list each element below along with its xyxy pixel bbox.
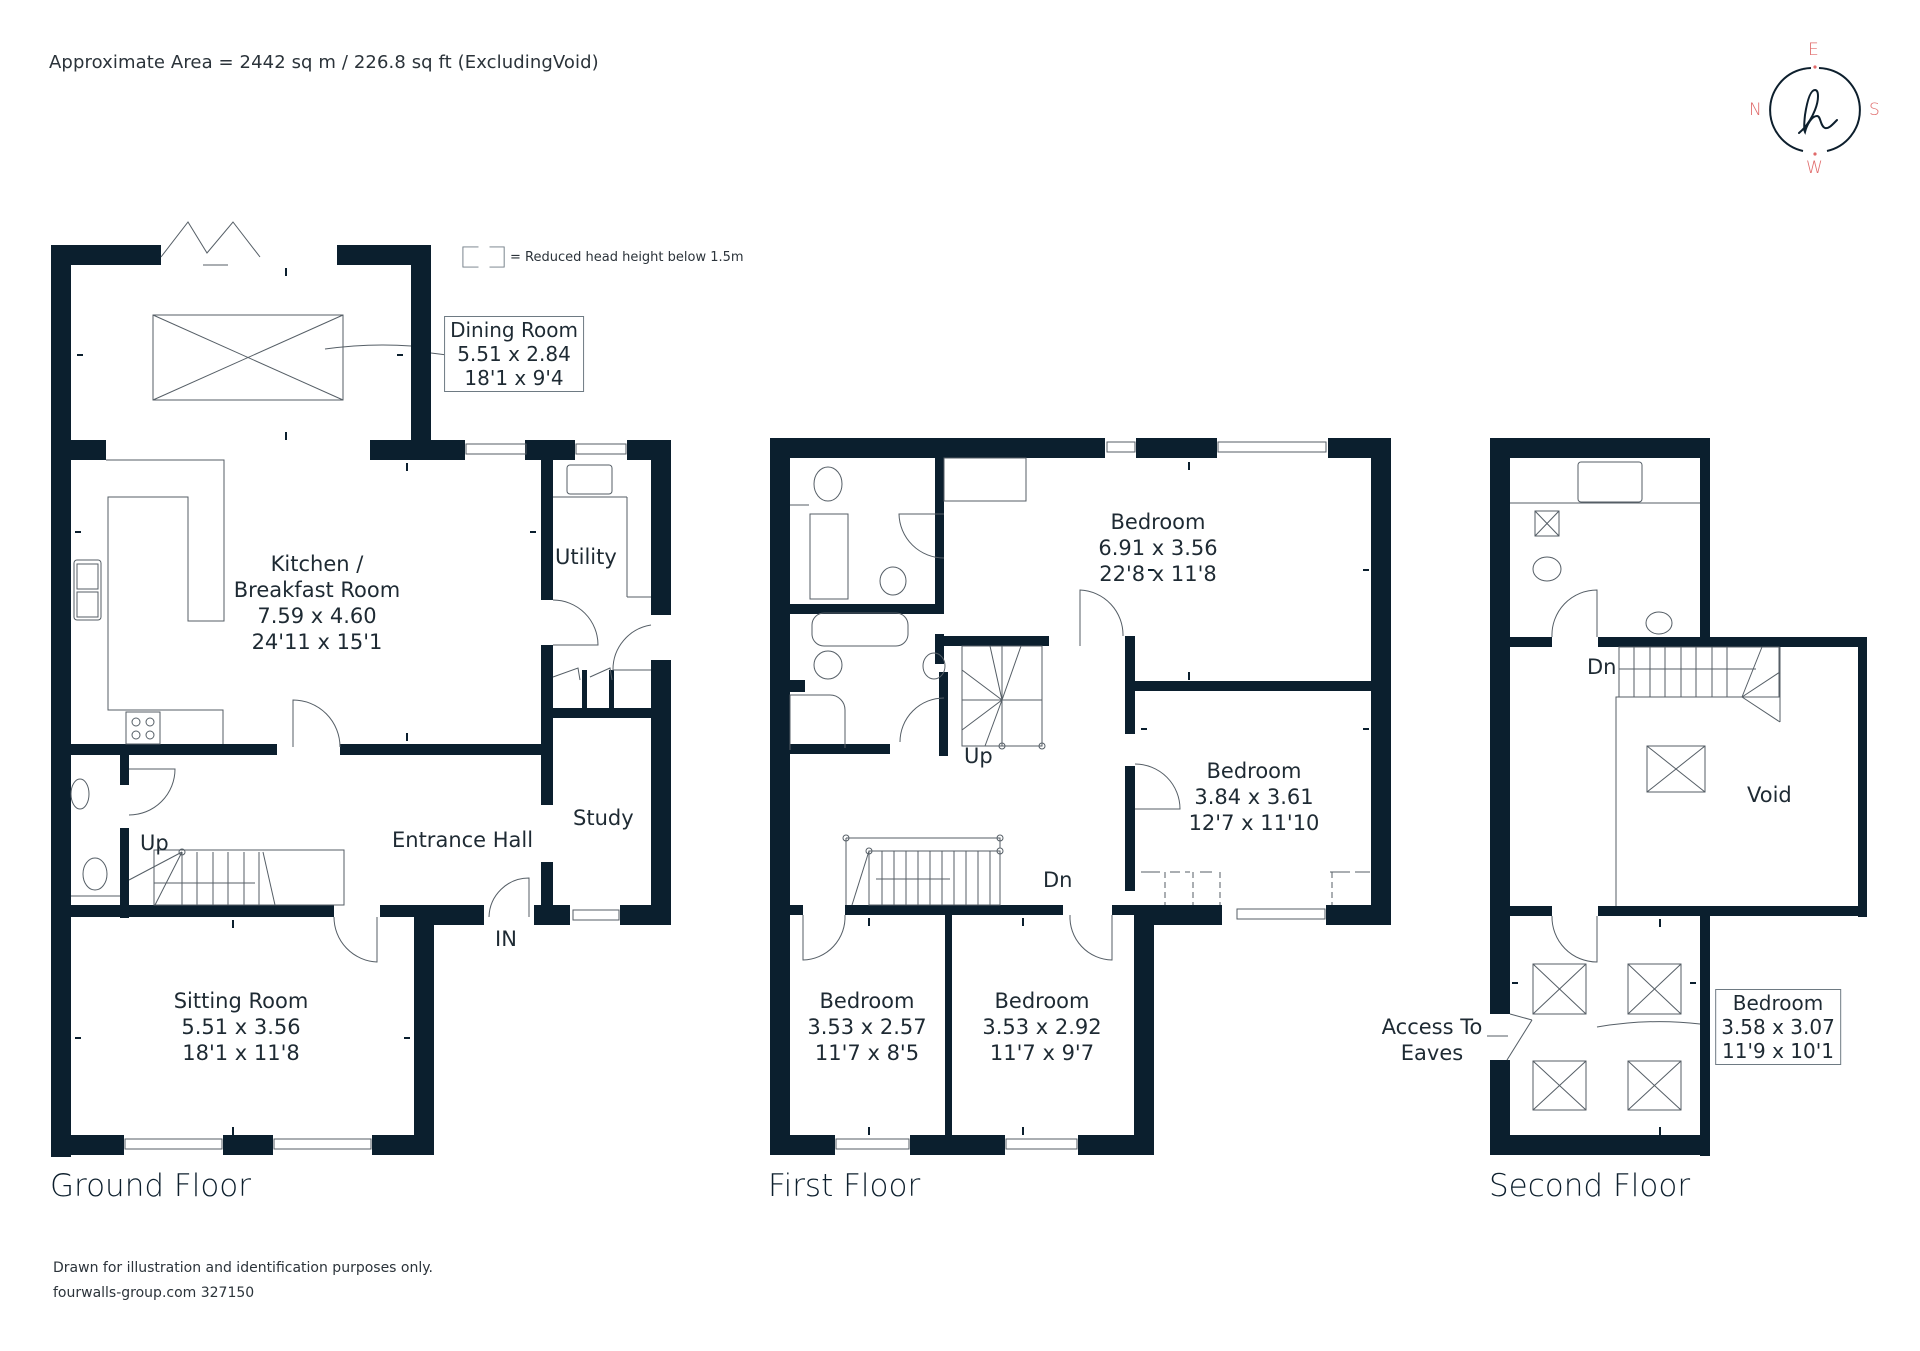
- compass-south-label: S: [1869, 100, 1880, 120]
- room-imperial: 24'11 x 15'1: [251, 630, 383, 654]
- room-imperial: 18'1 x 11'8: [182, 1041, 300, 1065]
- room-name: Bedroom: [1110, 510, 1206, 534]
- room-label-study: Study: [573, 806, 634, 830]
- room-label-kitchen: Kitchen / Breakfast Room 7.59 x 4.60 24'…: [234, 551, 400, 655]
- approximate-area-text: Approximate Area = 2442 sq m / 226.8 sq …: [49, 52, 599, 73]
- room-name: Sitting Room: [173, 989, 309, 1013]
- legend-text: = Reduced head height below 1.5m: [510, 249, 744, 265]
- floor-title-ground: Ground Floor: [50, 1168, 252, 1204]
- stairs-up-label: Up: [140, 831, 169, 855]
- wall: [411, 245, 431, 457]
- room-imperial: 12'7 x 11'10: [1188, 811, 1320, 835]
- room-metric: 3.58 x 3.07: [1721, 1015, 1835, 1039]
- wall: [337, 245, 431, 265]
- room-name: Bedroom: [1206, 759, 1302, 783]
- compass-west-label: W: [1806, 158, 1823, 178]
- script-h-logo-icon: [1769, 65, 1861, 156]
- eaves-label-line2: Eaves: [1400, 1041, 1464, 1065]
- eaves-label-line1: Access To: [1381, 1015, 1483, 1039]
- room-label-dining-room: Dining Room 5.51 x 2.84 18'1 x 9'4: [444, 316, 584, 392]
- stairs-down-label: Dn: [1043, 868, 1073, 892]
- legend: = Reduced head height below 1.5m: [462, 246, 744, 268]
- entrance-in-label: IN: [495, 927, 517, 951]
- room-label-bedroom-second: Bedroom 3.58 x 3.07 11'9 x 10'1: [1715, 989, 1841, 1065]
- room-name: Bedroom: [1732, 991, 1824, 1015]
- room-label-bedroom-3: Bedroom 3.53 x 2.57 11'7 x 8'5: [807, 988, 926, 1066]
- room-name: Kitchen /: [270, 552, 364, 576]
- room-metric: 3.84 x 3.61: [1194, 785, 1314, 809]
- room-metric: 5.51 x 2.84: [457, 342, 571, 366]
- room-label-bedroom-4: Bedroom 3.53 x 2.92 11'7 x 9'7: [982, 988, 1101, 1066]
- room-metric: 6.91 x 3.56: [1098, 536, 1218, 560]
- room-metric: 3.53 x 2.92: [982, 1015, 1102, 1039]
- reference-text: fourwalls-group.com 327150: [53, 1285, 255, 1301]
- room-metric: 7.59 x 4.60: [257, 604, 377, 628]
- room-imperial: 11'7 x 8'5: [814, 1041, 920, 1065]
- room-name: Dining Room: [450, 318, 578, 342]
- compass-east-label: E: [1808, 40, 1819, 60]
- room-imperial: 18'1 x 9'4: [464, 366, 564, 390]
- room-imperial: 22'8 x 11'8: [1099, 562, 1217, 586]
- room-imperial: 11'7 x 9'7: [989, 1041, 1095, 1065]
- room-imperial: 11'9 x 10'1: [1722, 1039, 1834, 1063]
- dashed-box-icon: [462, 246, 505, 268]
- access-to-eaves-label: Access To Eaves: [1382, 1014, 1483, 1066]
- stairs-down-label: Dn: [1587, 655, 1617, 679]
- room-label-entrance-hall: Entrance Hall: [392, 828, 534, 852]
- room-label-utility: Utility: [555, 545, 617, 569]
- room-name: Bedroom: [994, 989, 1090, 1013]
- compass-rose: E N S W: [1745, 40, 1885, 185]
- room-label-void: Void: [1747, 783, 1792, 807]
- room-metric: 3.53 x 2.57: [807, 1015, 927, 1039]
- wall: [51, 245, 161, 265]
- room-metric: 5.51 x 3.56: [181, 1015, 301, 1039]
- disclaimer-text: Drawn for illustration and identificatio…: [53, 1260, 433, 1276]
- room-label-bedroom-1: Bedroom 6.91 x 3.56 22'8 x 11'8: [1098, 509, 1217, 587]
- room-name: Bedroom: [819, 989, 915, 1013]
- stairs-up-label: Up: [964, 744, 993, 768]
- floor-title-second: Second Floor: [1489, 1168, 1691, 1204]
- floor-title-first: First Floor: [768, 1168, 921, 1204]
- wall-left: [51, 245, 71, 1157]
- room-name: Breakfast Room: [233, 578, 401, 602]
- room-label-bedroom-2: Bedroom 3.84 x 3.61 12'7 x 11'10: [1189, 758, 1320, 836]
- compass-north-label: N: [1749, 100, 1762, 120]
- room-label-sitting-room: Sitting Room 5.51 x 3.56 18'1 x 11'8: [174, 988, 309, 1066]
